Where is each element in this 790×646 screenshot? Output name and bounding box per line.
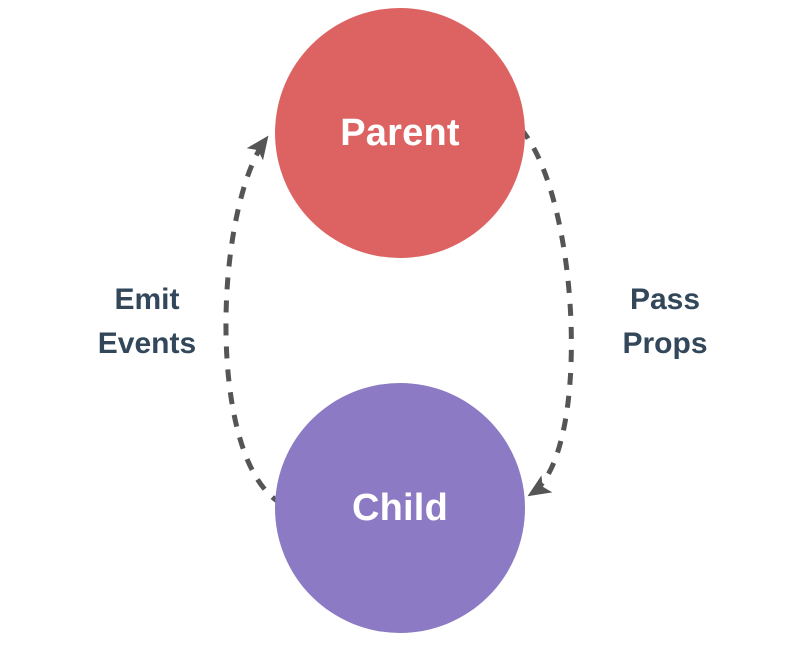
edge-pass-props <box>519 127 574 497</box>
node-parent[interactable]: Parent <box>275 8 525 258</box>
node-child-label: Child <box>352 487 448 529</box>
edge-label-emit-events: Emit Events <box>97 283 197 360</box>
node-parent-label: Parent <box>340 112 460 154</box>
edge-emit-events <box>223 135 284 507</box>
node-child[interactable]: Child <box>275 383 525 633</box>
edge-label-pass-props: Pass Props <box>622 283 708 360</box>
